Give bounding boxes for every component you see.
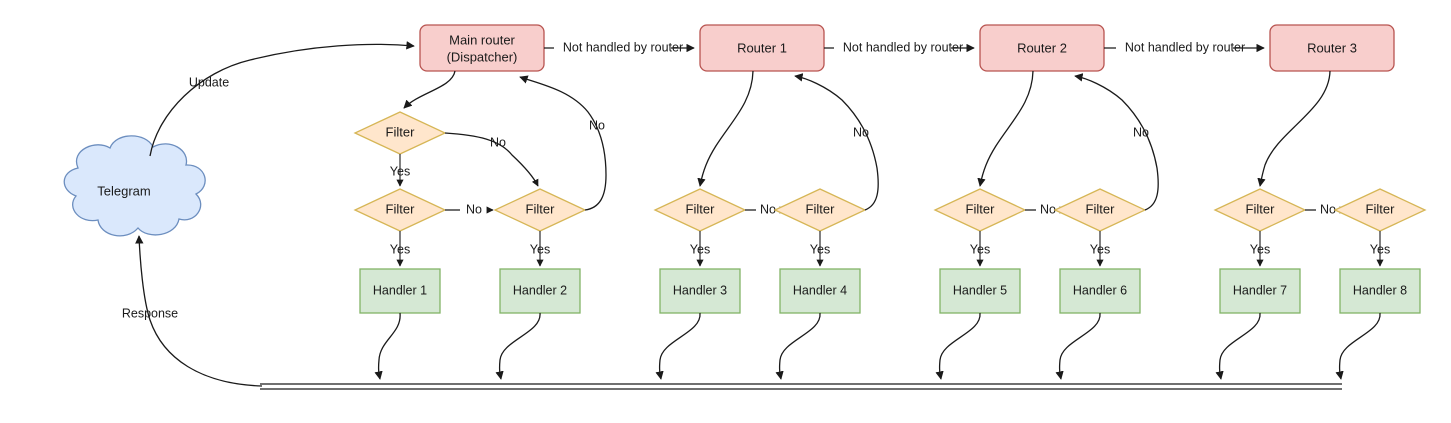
main-router-label-line2: (Dispatcher)	[447, 49, 518, 64]
response-bus	[260, 383, 1342, 390]
edge-filter2-no-to-main	[519, 75, 607, 211]
router-1-label: Router 1	[737, 40, 787, 55]
edge-handler4-to-bus	[775, 312, 821, 380]
filter-node-6[interactable]: Filter	[1053, 188, 1147, 232]
telegram-label: Telegram	[97, 183, 150, 198]
edge-label-yes-top: Yes	[390, 164, 410, 178]
handler-node-8[interactable]: Handler 8	[1339, 268, 1421, 314]
edge-router3-to-filter7	[1257, 70, 1331, 187]
handler-4-box	[779, 268, 861, 314]
filter-2-label: Filter	[526, 201, 556, 216]
filter-top-1-label: Filter	[386, 124, 416, 139]
handler-1-label: Handler 1	[373, 283, 427, 297]
edge-filter-top-no	[444, 132, 539, 187]
filter-node-7[interactable]: Filter	[1213, 188, 1307, 232]
filter-node-2[interactable]: Filter	[493, 188, 587, 232]
handler-2-label: Handler 2	[513, 283, 567, 297]
edge-label-yes-6: Yes	[1090, 242, 1110, 256]
edge-handler3-to-bus	[655, 312, 701, 380]
handler-node-4[interactable]: Handler 4	[779, 268, 861, 314]
filter-node-1[interactable]: Filter	[353, 188, 447, 232]
edge-label-yes-3: Yes	[690, 242, 710, 256]
edge-label-no-inline-1: No	[466, 202, 482, 216]
filter-7-label: Filter	[1246, 201, 1276, 216]
handler-1-box	[359, 268, 441, 314]
edge-handler7-to-bus	[1215, 312, 1261, 380]
edge-label-no-inline-4: No	[1320, 202, 1336, 216]
edge-label-no-return-main: No	[589, 118, 605, 132]
handler-3-label: Handler 3	[673, 283, 727, 297]
filter-node-top-1[interactable]: Filter	[353, 111, 447, 155]
router-node-1[interactable]: Router 1	[699, 24, 825, 72]
router-2-label: Router 2	[1017, 40, 1067, 55]
edge-label-yes-4: Yes	[810, 242, 830, 256]
filter-3-label: Filter	[686, 201, 716, 216]
handler-node-1[interactable]: Handler 1	[359, 268, 441, 314]
router-node-main[interactable]: Main router (Dispatcher)	[419, 24, 545, 72]
edge-update	[149, 41, 415, 157]
filter-4-label: Filter	[806, 201, 836, 216]
handler-7-label: Handler 7	[1233, 283, 1287, 297]
filter-node-8[interactable]: Filter	[1333, 188, 1427, 232]
handler-4-label: Handler 4	[793, 283, 847, 297]
handler-node-3[interactable]: Handler 3	[659, 268, 741, 314]
router-node-2[interactable]: Router 2	[979, 24, 1105, 72]
handler-node-2[interactable]: Handler 2	[499, 268, 581, 314]
router-node-3[interactable]: Router 3	[1269, 24, 1395, 72]
cloud-icon	[63, 135, 206, 237]
filter-8-label: Filter	[1366, 201, 1396, 216]
edge-label-yes-1: Yes	[390, 242, 410, 256]
handler-node-5[interactable]: Handler 5	[939, 268, 1021, 314]
edge-label-yes-5: Yes	[970, 242, 990, 256]
edge-router1-to-filter3	[697, 70, 754, 187]
edge-label-yes-2: Yes	[530, 242, 550, 256]
edge-label-not-handled-1: Not handled by router	[563, 40, 683, 54]
edge-response	[135, 235, 263, 387]
handler-6-box	[1059, 268, 1141, 314]
edge-router2-to-filter5	[977, 70, 1034, 187]
main-router-label-line1: Main router	[449, 32, 515, 47]
edge-label-yes-7: Yes	[1250, 242, 1270, 256]
handler-5-label: Handler 5	[953, 283, 1007, 297]
filter-node-4[interactable]: Filter	[773, 188, 867, 232]
edge-label-no-return-r2: No	[1133, 125, 1149, 139]
edge-label-no-inline-3: No	[1040, 202, 1056, 216]
edge-label-no-return-r1: No	[853, 125, 869, 139]
filter-node-5[interactable]: Filter	[933, 188, 1027, 232]
filter-1-label: Filter	[386, 201, 416, 216]
edge-filter6-no-to-router2	[1074, 73, 1159, 211]
handler-8-box	[1339, 268, 1421, 314]
edge-label-update: Update	[189, 75, 229, 89]
filter-5-label: Filter	[966, 201, 996, 216]
edge-handler8-to-bus	[1335, 312, 1381, 380]
edge-main-to-filter-top	[403, 70, 456, 109]
telegram-cloud-node[interactable]: Telegram	[63, 135, 206, 237]
edge-handler2-to-bus	[495, 312, 541, 380]
handler-node-7[interactable]: Handler 7	[1219, 268, 1301, 314]
edge-handler1-to-bus	[374, 312, 401, 380]
filter-node-3[interactable]: Filter	[653, 188, 747, 232]
edge-handler6-to-bus	[1055, 312, 1101, 380]
handler-node-6[interactable]: Handler 6	[1059, 268, 1141, 314]
handler-2-box	[499, 268, 581, 314]
edge-handler5-to-bus	[935, 312, 981, 380]
edge-label-not-handled-3: Not handled by router	[1125, 40, 1245, 54]
filter-6-label: Filter	[1086, 201, 1116, 216]
handler-5-box	[939, 268, 1021, 314]
edge-label-yes-8: Yes	[1370, 242, 1390, 256]
handler-3-box	[659, 268, 741, 314]
router-3-label: Router 3	[1307, 40, 1357, 55]
edge-label-not-handled-2: Not handled by router	[843, 40, 963, 54]
handler-6-label: Handler 6	[1073, 283, 1127, 297]
handler-8-label: Handler 8	[1353, 283, 1407, 297]
edge-label-no-inline-2: No	[760, 202, 776, 216]
edge-label-response: Response	[122, 306, 178, 320]
edge-filter4-no-to-router1	[794, 73, 879, 211]
edge-label-no-top-1: No	[490, 135, 506, 149]
